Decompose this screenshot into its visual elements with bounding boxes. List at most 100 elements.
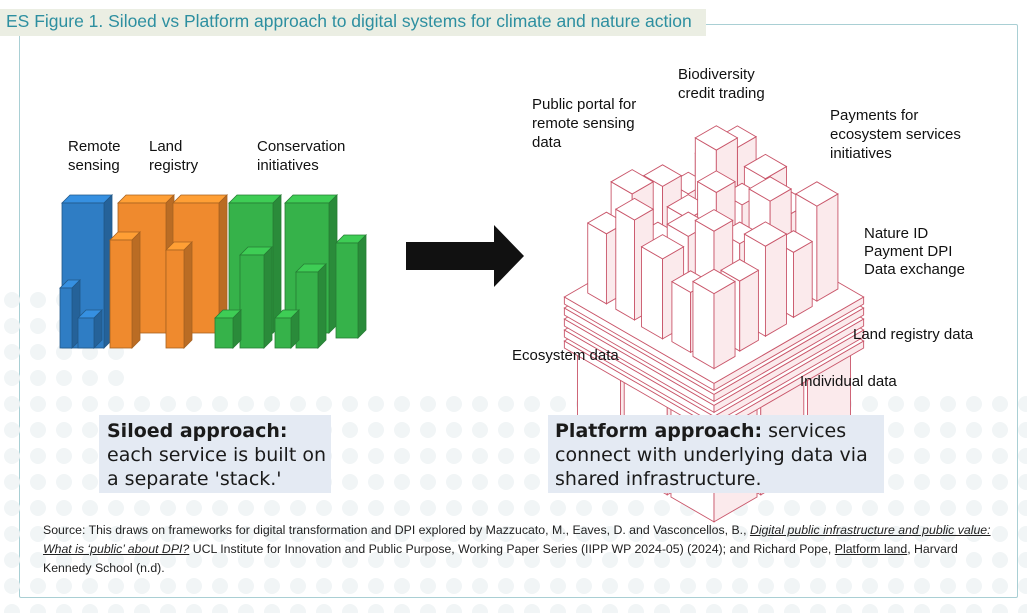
dot-pattern-dot [134,396,150,412]
dot-pattern-dot [576,552,592,568]
dot-pattern-dot [680,552,696,568]
dot-pattern-dot [4,422,20,438]
dot-pattern-dot [212,526,228,542]
dot-pattern-dot [810,500,826,516]
dot-pattern-dot [472,604,488,613]
dot-pattern-dot [30,344,46,360]
service-tower-left-face [615,208,635,321]
dot-pattern-dot [992,500,1008,516]
dot-pattern-dot [758,500,774,516]
dot-pattern-dot [160,500,176,516]
dot-pattern-dot [914,474,930,490]
service-tower-left-face [692,280,715,370]
dot-pattern-dot [56,552,72,568]
dot-pattern-dot [4,474,20,490]
dot-pattern-dot [550,396,566,412]
dot-pattern-dot [914,500,930,516]
dot-pattern-dot [264,396,280,412]
dot-pattern-dot [940,578,956,594]
platform-caption-box [548,415,884,493]
dot-pattern-dot [628,500,644,516]
label-biodiversity-credit-trading: Biodiversity credit trading [678,66,765,102]
dot-pattern-dot [238,526,254,542]
dot-pattern-dot [498,500,514,516]
dot-pattern-dot [186,552,202,568]
dot-pattern-dot [108,500,124,516]
dot-pattern-dot [342,526,358,542]
dot-pattern-dot [56,422,72,438]
dot-pattern-dot [238,552,254,568]
dot-pattern-dot [992,448,1008,464]
source-prefix: Source: This draws on frameworks for dig… [43,523,750,537]
figure-title-banner [0,9,706,36]
dot-pattern-dot [732,552,748,568]
dot-pattern-dot [342,422,358,438]
dot-pattern-dot [914,552,930,568]
dot-pattern-dot [888,474,904,490]
dot-pattern-dot [186,578,202,594]
siloed-caption: Siloed approach: each service is built o… [107,419,332,491]
dot-pattern-dot [82,474,98,490]
dot-pattern-dot [316,552,332,568]
dot-pattern-dot [186,396,202,412]
dot-pattern-dot [108,578,124,594]
source-link-platform-land[interactable]: Platform land [834,542,908,556]
dot-pattern-dot [420,578,436,594]
silo-bar-front [239,254,265,349]
silo-bar-side [183,241,193,349]
label-nature-id: Nature ID [864,225,929,242]
dot-pattern-dot [940,526,956,542]
dot-pattern-dot [862,396,878,412]
dot-pattern-dot [524,552,540,568]
dot-pattern-dot [212,552,228,568]
source-link-dpi-paper[interactable]: Digital public infrastructure and public… [43,523,991,556]
dot-pattern-dot [238,578,254,594]
dot-pattern-dot [82,448,98,464]
dot-pattern-dot [368,604,384,613]
dot-pattern-dot [30,422,46,438]
service-tower-top-face [640,234,685,260]
service-tower-right-face [816,193,839,302]
label-payments-ecosystem: Payments for ecosystem services initiati… [830,107,961,162]
dot-pattern-dot [290,526,306,542]
dot-pattern-dot [836,552,852,568]
dot-pattern-dot [446,526,462,542]
dot-pattern-dot [914,604,930,613]
silo-bar-front [77,317,95,349]
dot-pattern-dot [160,604,176,613]
dot-pattern-dot [56,448,72,464]
service-tower-top-face [694,125,739,151]
dot-pattern-dot [316,500,332,516]
dot-pattern-dot [524,500,540,516]
dot-pattern-dot [550,552,566,568]
dot-pattern-dot [394,526,410,542]
dot-pattern-dot [264,552,280,568]
dot-pattern-dot [940,474,956,490]
service-tower [692,268,736,370]
dot-pattern-dot [992,552,1008,568]
dot-pattern-dot [784,526,800,542]
service-tower-top-face [610,169,655,195]
dot-pattern-dot [108,552,124,568]
dot-pattern-dot [4,500,20,516]
dot-pattern-dot [576,604,592,613]
dot-pattern-dot [342,396,358,412]
label-land-registry: Land registry [149,138,199,174]
dot-pattern-dot [56,370,72,386]
dot-pattern-dot [316,396,332,412]
dot-pattern-dot [1018,578,1027,594]
dot-pattern-dot [524,448,540,464]
dot-pattern-dot [628,604,644,613]
dot-pattern-dot [628,552,644,568]
dot-pattern-dot [940,396,956,412]
dot-pattern-dot [784,578,800,594]
dot-pattern-dot [368,474,384,490]
dot-pattern-dot [836,578,852,594]
service-tower-right-face [793,240,813,319]
silo-bar [295,263,327,349]
silo-bar-side [357,234,367,339]
dot-pattern-dot [290,578,306,594]
dot-pattern-dot [680,526,696,542]
dot-pattern-dot [4,448,20,464]
dot-pattern-dot [524,396,540,412]
